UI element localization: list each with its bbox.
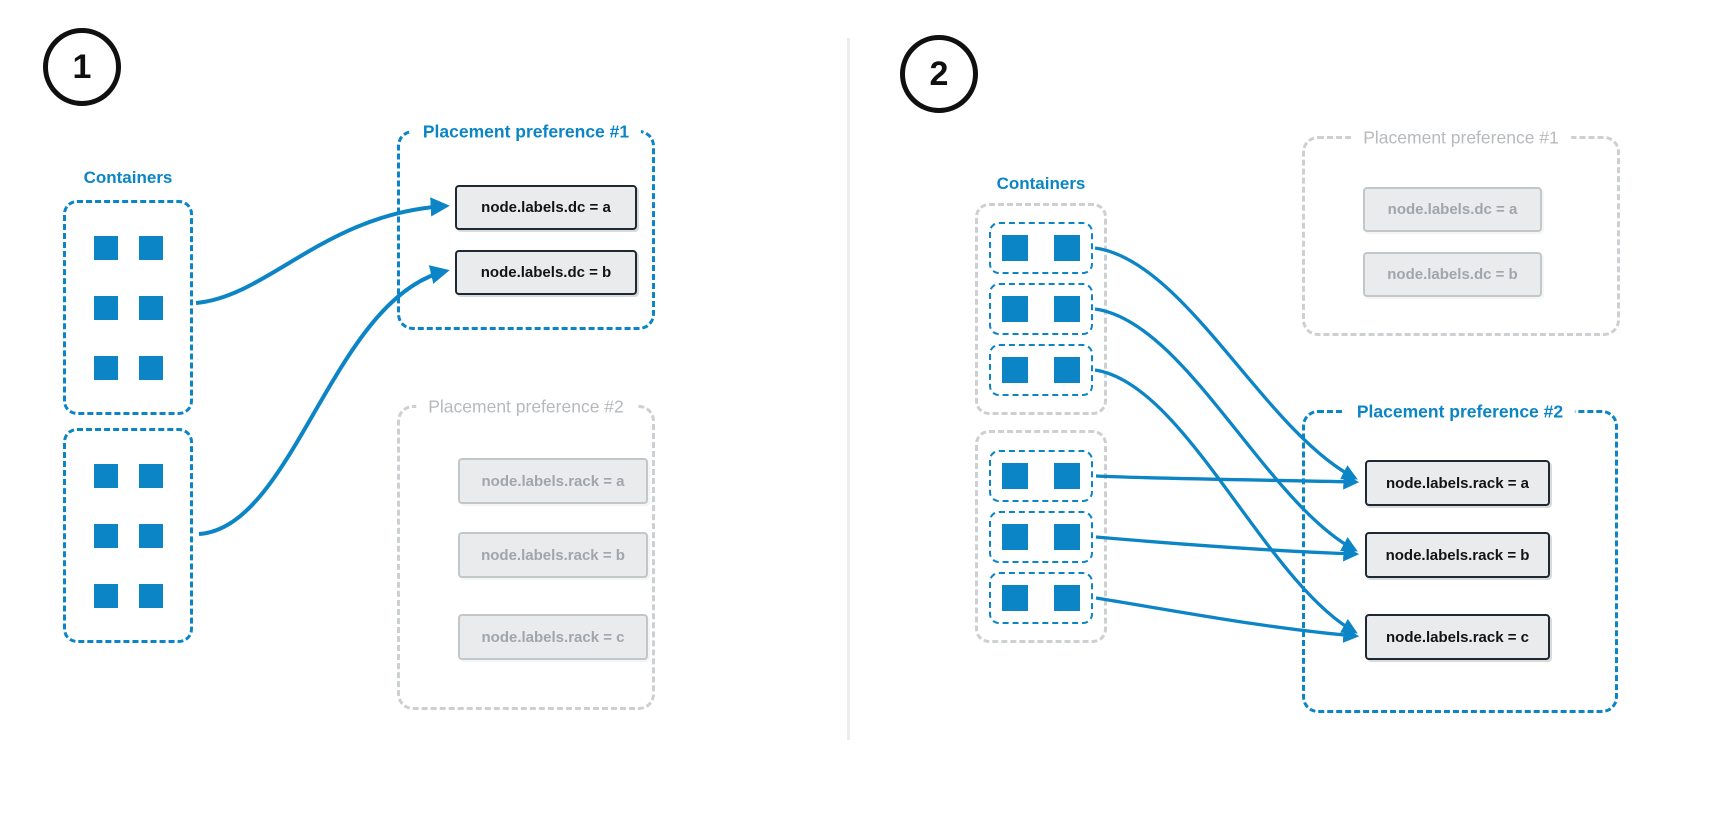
node-label-box: node.labels.dc = b — [455, 250, 637, 295]
step-badge: 2 — [900, 35, 978, 113]
preference-title: Placement preference #1 — [410, 120, 642, 143]
preference-title: Placement preference #1 — [1351, 126, 1571, 149]
node-label-box: node.labels.rack = c — [1365, 614, 1550, 660]
container-subgroup — [989, 222, 1093, 274]
preference-title: Placement preference #2 — [1344, 400, 1576, 423]
container-square — [1002, 462, 1028, 489]
container-group — [63, 428, 193, 643]
container-group — [63, 200, 193, 415]
container-square — [1054, 235, 1080, 261]
container-square — [138, 235, 163, 260]
node-label-box: node.labels.rack = c — [458, 614, 648, 660]
node-label-box: node.labels.dc = a — [1363, 187, 1542, 232]
step-badge: 1 — [43, 28, 121, 106]
container-subgroup — [989, 449, 1093, 502]
container-subgroup — [989, 510, 1093, 563]
container-square — [138, 295, 163, 320]
container-square — [93, 355, 118, 380]
node-label-box: node.labels.dc = a — [455, 185, 637, 230]
container-square — [93, 523, 118, 548]
container-square — [1002, 357, 1028, 383]
panel-divider — [847, 38, 850, 740]
container-square — [93, 295, 118, 320]
container-square — [1002, 584, 1028, 611]
node-label-box: node.labels.dc = b — [1363, 252, 1542, 297]
placement-preference-2-box: Placement preference #2 node.labels.rack… — [397, 395, 655, 710]
containers-label: Containers — [83, 168, 173, 187]
container-square — [138, 463, 163, 488]
placement-preference-2-box: Placement preference #2 node.labels.rack… — [1302, 400, 1618, 713]
node-label-box: node.labels.rack = b — [458, 532, 648, 578]
node-label-box: node.labels.rack = a — [1365, 460, 1550, 506]
container-square — [1054, 584, 1080, 611]
container-subgroup — [989, 571, 1093, 624]
container-square — [1054, 462, 1080, 489]
container-square — [1054, 357, 1080, 383]
container-square — [93, 463, 118, 488]
preference-title: Placement preference #2 — [416, 395, 636, 418]
node-label-box: node.labels.rack = b — [1365, 532, 1550, 578]
container-square — [1002, 235, 1028, 261]
container-square — [138, 583, 163, 608]
container-square — [93, 583, 118, 608]
node-label-box: node.labels.rack = a — [458, 458, 648, 504]
container-square — [1002, 523, 1028, 550]
containers-label: Containers — [996, 174, 1086, 193]
step-number: 2 — [929, 54, 949, 93]
container-square — [138, 523, 163, 548]
container-group-faded — [975, 430, 1107, 643]
container-group-faded — [975, 203, 1107, 415]
placement-preference-1-box: Placement preference #1 node.labels.dc =… — [1302, 126, 1620, 336]
container-subgroup — [989, 344, 1093, 396]
placement-preference-1-box: Placement preference #1 node.labels.dc =… — [397, 120, 655, 330]
container-square — [138, 355, 163, 380]
container-square — [93, 235, 118, 260]
step-number: 1 — [72, 47, 92, 86]
container-square — [1054, 296, 1080, 322]
container-subgroup — [989, 283, 1093, 335]
container-square — [1054, 523, 1080, 550]
container-square — [1002, 296, 1028, 322]
